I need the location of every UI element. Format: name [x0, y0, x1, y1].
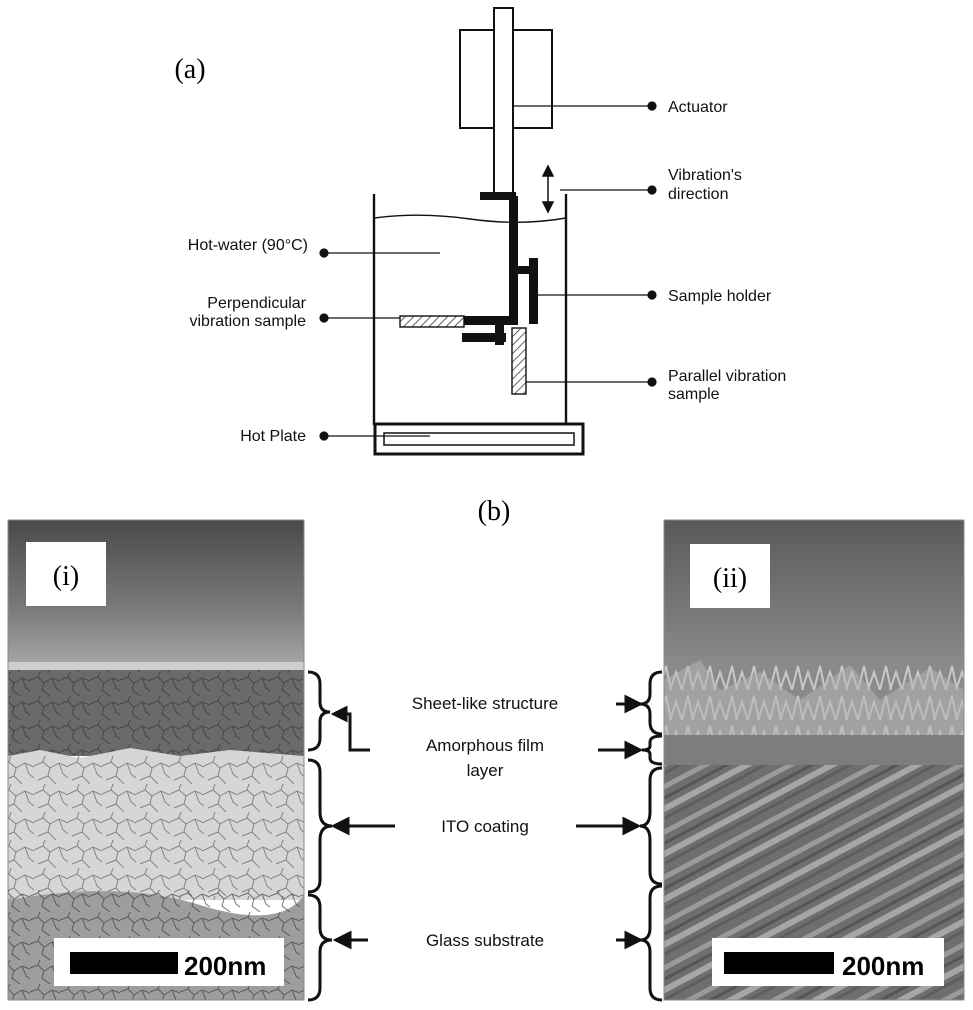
panel-b-label: (b) [478, 496, 511, 527]
scale-bar-i [70, 952, 178, 974]
scale-bar-ii-label: 200nm [842, 951, 924, 981]
layer-arrows [330, 694, 644, 950]
label-perpendicular-2: vibration sample [190, 313, 307, 330]
label-parallel-1: Parallel vibration [668, 368, 786, 385]
parallel-sample [511, 327, 527, 395]
panel-a-label: (a) [174, 54, 205, 85]
sample-holder [462, 192, 538, 345]
label-ito: ITO coating [441, 817, 529, 836]
label-amorphous-1: Amorphous film [426, 736, 544, 755]
label-perpendicular-1: Perpendicular [207, 295, 306, 312]
label-vibration-direction-1: Vibration's [668, 167, 742, 184]
label-amorphous-2: layer [467, 761, 504, 780]
label-hot-plate: Hot Plate [240, 428, 306, 445]
label-sample-holder: Sample holder [668, 288, 772, 305]
image-ii-label: (ii) [713, 563, 747, 594]
label-hot-water: Hot-water (90°C) [188, 237, 308, 254]
hot-plate [373, 422, 585, 456]
braces-left [307, 670, 333, 1002]
perpendicular-sample [399, 315, 465, 328]
label-vibration-direction-2: direction [668, 186, 728, 203]
actuator-rod [493, 7, 514, 195]
water-surface [373, 214, 567, 223]
vibration-arrow [541, 164, 555, 214]
panel-a: (a) [174, 7, 786, 456]
scale-bar-ii [724, 952, 834, 974]
scale-bar-i-label: 200nm [184, 951, 266, 981]
braces-right [639, 670, 663, 1002]
image-i-label: (i) [53, 561, 79, 592]
label-glass: Glass substrate [426, 931, 544, 950]
label-parallel-2: sample [668, 386, 720, 403]
label-actuator: Actuator [668, 99, 728, 116]
label-sheet-like: Sheet-like structure [412, 694, 558, 713]
